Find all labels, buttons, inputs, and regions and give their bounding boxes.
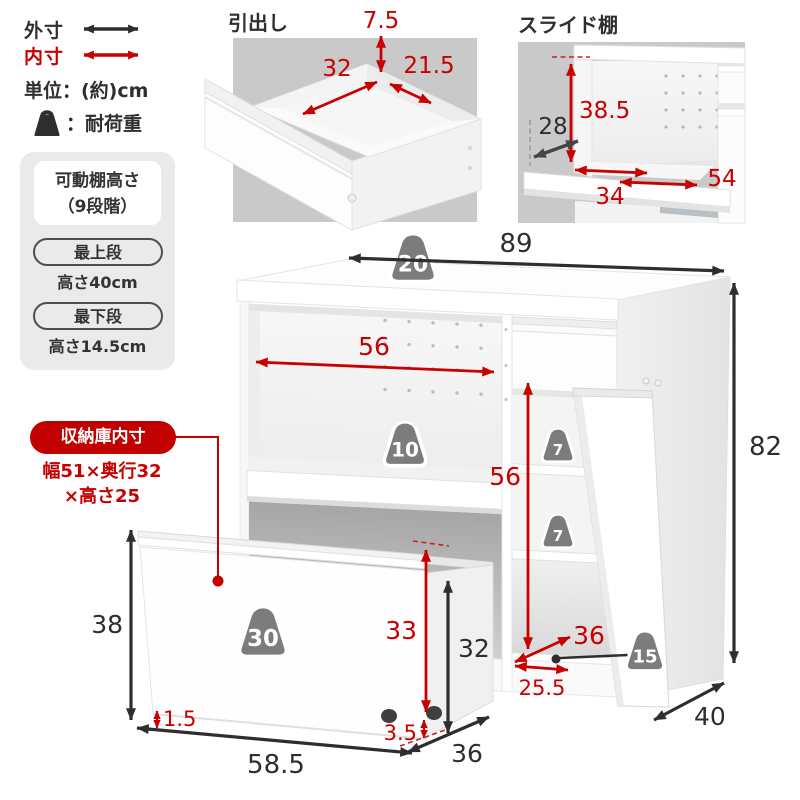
slide-width-arrow — [574, 165, 648, 178]
drawer-depth-value: 21.5 — [403, 53, 454, 79]
slide-pull-value: 28 — [538, 114, 567, 140]
legend: 外寸 内寸 単位：(約)cm ：耐荷重 — [24, 16, 148, 136]
svg-text:7: 7 — [553, 527, 564, 545]
right-width-arrow — [514, 661, 569, 675]
slide-pull-arrow — [533, 139, 579, 159]
door-catch — [654, 379, 662, 387]
door-weight-dot — [551, 654, 561, 664]
svg-text:15: 15 — [632, 646, 657, 667]
svg-text:20: 20 — [398, 253, 428, 278]
slide-shelf-detail-diagram: スライド棚 38.5 28 34 54 — [518, 13, 746, 224]
main-cabinet: 20 10 7 7 30 89 82 40 56 — [91, 229, 782, 780]
legend-outer-row: 外寸 — [24, 16, 148, 42]
open-width-arrow — [255, 357, 495, 377]
storage-inner-dim-title: 収納庫内寸 — [30, 421, 176, 454]
movable-shelf-title: 可動棚高さ （9段階） — [34, 161, 161, 225]
load-weight-door: 15 — [624, 630, 666, 673]
load-weight-shelf-lower: 7 — [540, 513, 576, 550]
slide-diagram-title: スライド棚 — [518, 13, 618, 37]
drawer-height-value: 7.5 — [363, 8, 400, 34]
load-weight-slide-shelf: 10 — [382, 421, 428, 468]
storage-leader-line — [174, 436, 219, 577]
drawer-diagram-title: 引出し — [228, 11, 288, 35]
right-depth-arrow — [514, 635, 571, 664]
drawer-width-value: 32 — [322, 56, 351, 82]
load-weight-shelf-upper: 7 — [540, 427, 576, 464]
slide-shelf-surface — [249, 456, 502, 484]
box-depth-arrow — [407, 715, 490, 754]
load-label: ：耐荷重 — [66, 113, 143, 135]
outer-dim-label: 外寸 — [24, 19, 65, 42]
top-level-value: 高さ40cm — [57, 273, 138, 292]
box-body-height-value: 32 — [458, 634, 490, 663]
open-door — [572, 377, 670, 708]
slide-width-value: 34 — [595, 184, 624, 210]
slide-depth-value: 54 — [707, 166, 736, 192]
inner-dim-arrow-icon — [83, 50, 139, 60]
height-value: 82 — [749, 432, 782, 462]
svg-text:7: 7 — [553, 441, 564, 459]
divider-panel — [501, 313, 513, 693]
load-weight-storage-box: 30 — [237, 605, 289, 659]
toe-kick-value: 1.5 — [163, 707, 196, 731]
unit-label: 単位：(約)cm — [24, 80, 149, 102]
slide-depth-arrow — [619, 177, 698, 190]
open-width-value: 56 — [358, 332, 390, 361]
box-inner-height-value: 33 — [385, 616, 417, 645]
box-depth-value: 36 — [451, 739, 483, 768]
depth-value: 40 — [694, 702, 726, 731]
box-front-height-value: 38 — [91, 610, 123, 639]
right-inner-height-value: 56 — [489, 462, 521, 491]
storage-inner-dim-size: 幅51×奥行32 ×高さ25 — [42, 461, 162, 508]
drawer-width-arrow — [302, 80, 378, 116]
width-value: 89 — [499, 229, 532, 259]
top-level-pill: 最上段 — [33, 238, 163, 266]
door-weight-leader — [559, 653, 629, 660]
drawer-detail-diagram: 引出し 7.5 32 21.5 — [204, 8, 483, 231]
legend-inner-row: 内寸 — [24, 42, 148, 68]
right-depth-value: 36 — [573, 621, 605, 650]
caster-wheel — [426, 706, 442, 720]
width-arrow — [348, 253, 725, 276]
inner-dim-label: 内寸 — [24, 45, 65, 68]
svg-text:10: 10 — [391, 438, 419, 462]
weight-icon — [34, 110, 60, 136]
depth-arrow — [653, 681, 725, 722]
svg-text:30: 30 — [247, 626, 279, 652]
right-width-value: 25.5 — [519, 676, 566, 700]
drawer-depth-arrow — [389, 82, 432, 105]
slide-shelf-illustration — [523, 44, 746, 224]
door-catch — [642, 377, 650, 385]
box-ref-dash-top — [412, 540, 450, 547]
open-compartment — [249, 303, 502, 491]
legend-load-row: ：耐荷重 — [32, 109, 148, 136]
movable-shelf-panel: 可動棚高さ （9段階） 最上段 高さ40cm 最下段 高さ14.5cm — [20, 152, 175, 370]
box-width-arrow — [136, 724, 413, 757]
box-width-value: 58.5 — [247, 750, 305, 780]
bottom-level-pill: 最下段 — [33, 302, 163, 330]
slide-height-value: 38.5 — [579, 98, 630, 124]
outer-dim-arrow-icon — [83, 24, 139, 34]
storage-leader-dot — [212, 575, 224, 587]
bottom-level-value: 高さ14.5cm — [48, 337, 147, 356]
caster-wheel — [381, 709, 397, 723]
